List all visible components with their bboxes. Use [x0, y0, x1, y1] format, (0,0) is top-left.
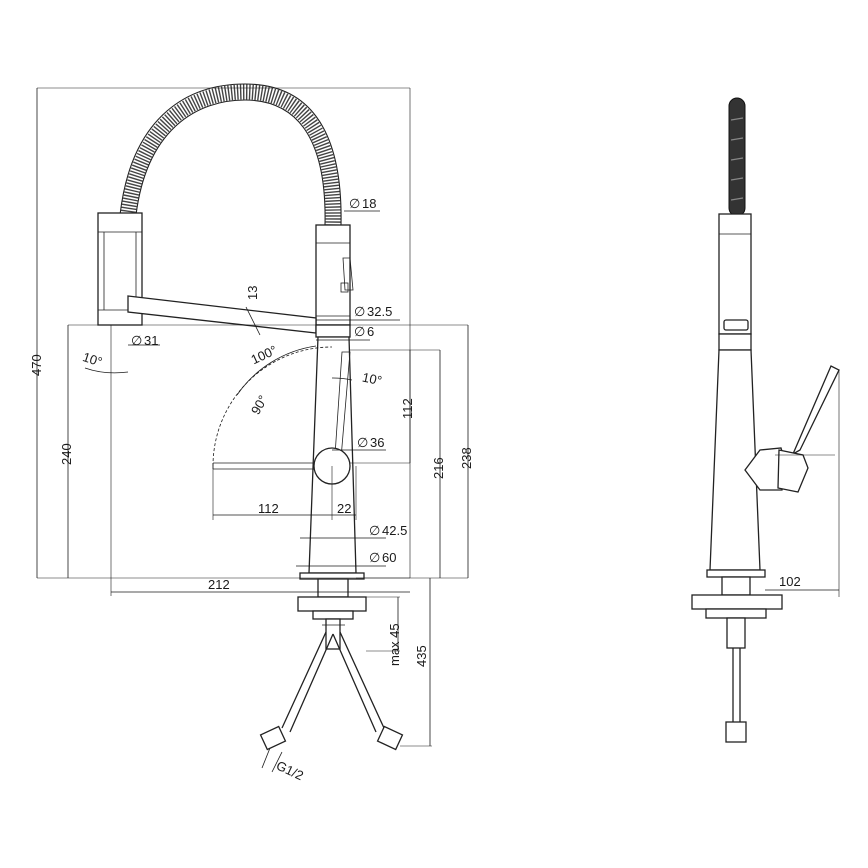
side-hose — [728, 97, 746, 217]
dim-h112: 112 — [400, 398, 415, 419]
supply-hoses — [259, 631, 404, 751]
dim-max45: max 45 — [387, 623, 402, 666]
front-view: ∅ 18 13 ∅ 32.5 ∅ 6 ∅ 31 10° 100° 10° 90°… — [29, 83, 474, 783]
diameter-symbol: ∅ — [357, 435, 368, 450]
dim-d42-5: 42.5 — [382, 523, 407, 538]
dim-w212: 212 — [208, 577, 230, 592]
dim-h216: 216 — [431, 457, 446, 479]
diameter-symbol: ∅ — [369, 523, 380, 538]
dim-w102: 102 — [779, 574, 801, 589]
dim-d13: 13 — [245, 286, 260, 300]
side-body — [709, 333, 761, 571]
side-dimension: 102 — [765, 370, 840, 597]
dimension-labels: ∅ 18 13 ∅ 32.5 ∅ 6 ∅ 31 10° 100° 10° 90°… — [29, 196, 474, 783]
main-body — [212, 324, 357, 574]
base-mount — [297, 572, 367, 650]
dim-angle-10-right: 10° — [361, 370, 383, 389]
dim-angle-10-left: 10° — [81, 349, 104, 369]
dim-d60: 60 — [382, 550, 396, 565]
dim-w22: 22 — [337, 501, 351, 516]
spray-head — [97, 212, 143, 326]
side-handle — [744, 365, 840, 493]
dim-d36: 36 — [370, 435, 384, 450]
dimension-lines — [36, 88, 469, 773]
dim-d31: 31 — [144, 333, 158, 348]
dim-d32-5: 32.5 — [367, 304, 392, 319]
dim-w112: 112 — [258, 501, 279, 516]
dim-g12: G1/2 — [274, 758, 306, 784]
dim-h240: 240 — [59, 443, 74, 465]
diameter-symbol: ∅ — [349, 196, 360, 211]
extension-lines — [37, 87, 468, 747]
dim-angle-100: 100° — [249, 342, 280, 367]
dim-h238: 238 — [459, 447, 474, 469]
swivel-arm — [127, 295, 317, 334]
diameter-symbol: ∅ — [369, 550, 380, 565]
dim-d18: 18 — [362, 196, 376, 211]
dim-angle-90: 90° — [248, 393, 271, 418]
upper-body — [315, 224, 354, 326]
dim-h470: 470 — [29, 354, 44, 376]
side-view: 102 — [691, 97, 840, 743]
side-spray-head — [718, 213, 752, 335]
diameter-symbol: ∅ — [131, 333, 142, 348]
flexible-hose — [119, 83, 342, 226]
diameter-symbol: ∅ — [354, 324, 365, 339]
dim-h435: 435 — [414, 645, 429, 667]
side-base — [691, 569, 783, 743]
dim-d6: 6 — [367, 324, 374, 339]
diameter-symbol: ∅ — [354, 304, 365, 319]
